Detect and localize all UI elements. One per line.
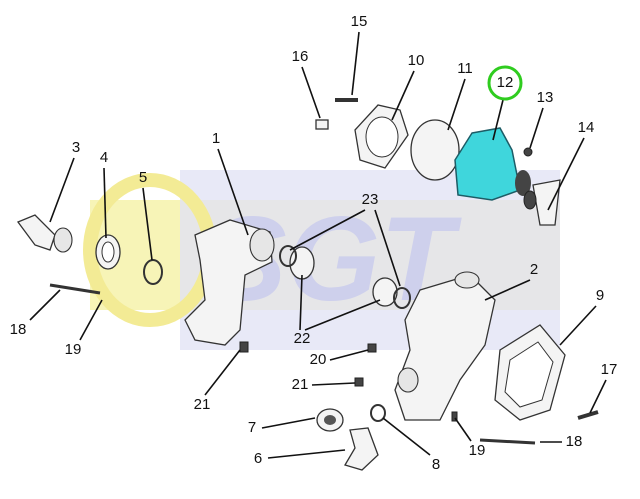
callout-18[interactable]: 18 (10, 321, 27, 338)
part-18-bolts (49, 283, 536, 445)
callout-4[interactable]: 4 (100, 149, 108, 166)
part-8-o-ring (370, 404, 386, 422)
part-17-bolt (577, 410, 599, 420)
small-fasteners (354, 343, 458, 422)
callout-2[interactable]: 2 (530, 261, 538, 278)
leader-lines (29, 31, 607, 459)
callout-5[interactable]: 5 (139, 169, 147, 186)
callout-16[interactable]: 16 (292, 48, 309, 65)
callout-labels[interactable]: 1 2 3 4 5 6 7 8 9 10 11 12 13 14 15 16 1… (10, 13, 618, 473)
callout-10[interactable]: 10 (408, 52, 425, 69)
part-23-o-rings (279, 245, 411, 309)
part-4-ring (95, 234, 121, 270)
part-6-elbow (344, 427, 379, 471)
callout-6[interactable]: 6 (254, 450, 262, 467)
highlight-ring (487, 65, 523, 101)
callout-11[interactable]: 11 (457, 60, 473, 77)
part-14-elbow (523, 179, 561, 226)
part-11-diaphragm (410, 119, 460, 181)
part-10-cover (354, 104, 409, 169)
callout-9[interactable]: 9 (596, 287, 604, 304)
part-7-nut (316, 408, 344, 432)
callout-3[interactable]: 3 (72, 139, 80, 156)
callout-22[interactable]: 22 (294, 330, 311, 347)
callout-19[interactable]: 19 (469, 442, 486, 459)
callout-1[interactable]: 1 (212, 130, 220, 147)
callout-14[interactable]: 14 (578, 119, 595, 136)
callout-15[interactable]: 15 (351, 13, 368, 30)
callout-20[interactable]: 20 (310, 351, 327, 368)
part-12-diaphragm-cover (454, 127, 531, 201)
callout-23[interactable]: 23 (362, 191, 379, 208)
callout-13[interactable]: 13 (537, 89, 554, 106)
callout-19[interactable]: 19 (65, 341, 82, 358)
callout-12[interactable]: 12 (497, 74, 514, 91)
part-3-elbow (16, 214, 73, 253)
part-2-pump-body (394, 271, 496, 421)
callout-21[interactable]: 21 (194, 396, 211, 413)
part-9-gasket (494, 324, 566, 421)
part-13-nut (523, 147, 533, 157)
callout-18[interactable]: 18 (566, 433, 583, 450)
part-5-o-ring (143, 259, 163, 285)
callout-8[interactable]: 8 (432, 456, 440, 473)
callout-7[interactable]: 7 (248, 419, 256, 436)
callout-21[interactable]: 21 (292, 376, 309, 393)
callout-17[interactable]: 17 (601, 361, 618, 378)
part-1-pump-body (184, 219, 275, 353)
part-16-screw (315, 119, 329, 130)
